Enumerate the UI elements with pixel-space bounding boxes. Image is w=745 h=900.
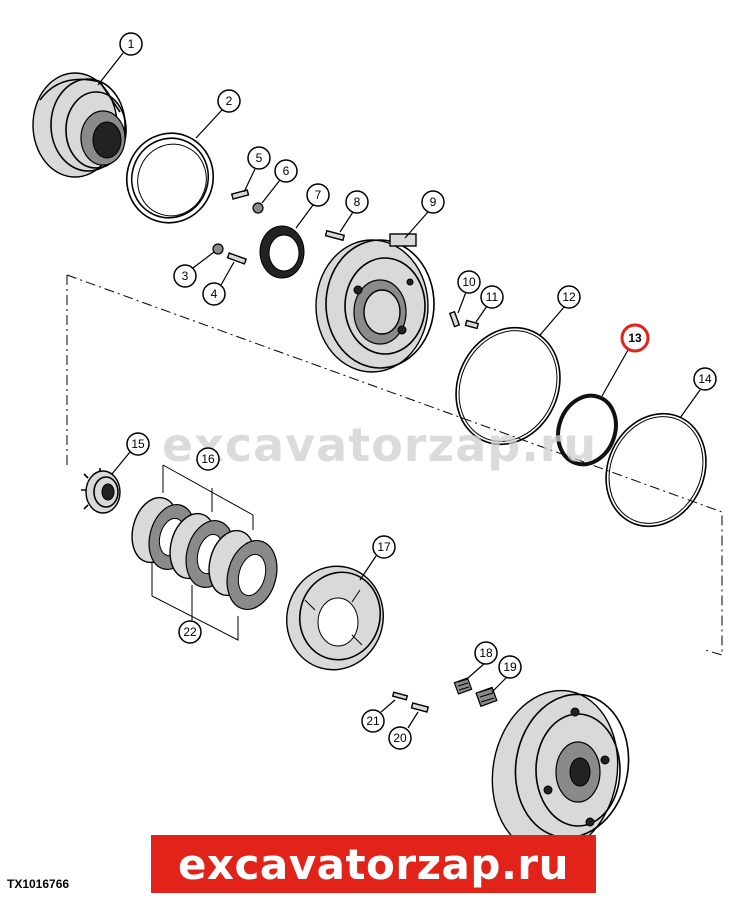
part-10-pin: [448, 310, 461, 328]
part-17-piston-plate: [286, 565, 384, 671]
part-13-o-ring: [556, 393, 618, 467]
svg-text:20: 20: [393, 731, 407, 745]
part-1-housing: [32, 72, 127, 178]
callout-17: 17: [372, 535, 396, 559]
torque-converter: [491, 689, 630, 855]
part-2-seal-ring: [125, 132, 215, 224]
part-21-pin: [391, 691, 409, 701]
callout-22: 22: [178, 620, 202, 644]
callout-1: 1: [119, 32, 143, 56]
svg-text:4: 4: [211, 287, 218, 301]
part-18-spring: [453, 677, 473, 695]
callout-2: 2: [217, 89, 241, 113]
figure-code: TX1016766: [7, 877, 70, 891]
part-15-gear-hub: [81, 468, 121, 514]
part-3-nut: [212, 243, 224, 255]
svg-text:18: 18: [479, 646, 493, 660]
part-6-nut: [252, 202, 264, 214]
svg-text:2: 2: [226, 94, 233, 108]
svg-text:10: 10: [462, 275, 476, 289]
callout-19: 19: [498, 655, 522, 679]
callout-14: 14: [693, 367, 717, 391]
callout-3: 3: [173, 264, 197, 288]
svg-text:16: 16: [201, 452, 215, 466]
callout-13-highlighted: 13: [620, 323, 650, 353]
svg-text:22: 22: [183, 625, 197, 639]
callout-18: 18: [474, 641, 498, 665]
part-11-pin: [464, 319, 480, 330]
part-4-stud: [226, 252, 248, 265]
callout-6: 6: [274, 159, 298, 183]
callout-7: 7: [306, 183, 330, 207]
svg-text:9: 9: [430, 195, 437, 209]
part-16-22-clutch-disc-stack: [131, 464, 278, 641]
svg-text:8: 8: [354, 195, 361, 209]
assembly-dashed-outline: [66, 274, 723, 656]
callout-16: 16: [196, 447, 220, 471]
part-20-pin: [410, 702, 430, 713]
callout-15: 15: [126, 432, 150, 456]
callout-12: 12: [557, 285, 581, 309]
leader-lines: [97, 52, 701, 729]
svg-text:7: 7: [315, 188, 322, 202]
watermark-text: excavatorzap.ru: [162, 418, 597, 472]
svg-text:15: 15: [131, 437, 145, 451]
svg-text:1: 1: [128, 37, 135, 51]
svg-text:17: 17: [377, 540, 391, 554]
part-12-ring: [455, 326, 561, 446]
callout-21: 21: [361, 709, 385, 733]
part-9-pump-housing: [315, 233, 435, 373]
svg-text:19: 19: [503, 660, 517, 674]
part-7-seal: [259, 225, 305, 279]
callout-5: 5: [247, 146, 271, 170]
svg-text:11: 11: [486, 290, 499, 304]
svg-text:14: 14: [698, 372, 712, 386]
svg-text:13: 13: [628, 331, 642, 345]
svg-text:21: 21: [366, 714, 380, 728]
part-5-bolt: [230, 189, 250, 200]
callout-8: 8: [345, 190, 369, 214]
callout-20: 20: [388, 726, 412, 750]
svg-text:3: 3: [182, 269, 189, 283]
svg-text:12: 12: [562, 290, 576, 304]
callout-4: 4: [202, 282, 226, 306]
svg-text:5: 5: [256, 151, 263, 165]
callout-11: 11: [480, 285, 504, 309]
callout-9: 9: [421, 190, 445, 214]
part-8-bolt: [324, 229, 346, 242]
site-banner: excavatorzap.ru: [151, 835, 596, 893]
callout-10: 10: [457, 270, 481, 294]
part-14-ring: [605, 412, 707, 528]
part-19-spring: [475, 686, 498, 708]
svg-text:6: 6: [283, 164, 290, 178]
